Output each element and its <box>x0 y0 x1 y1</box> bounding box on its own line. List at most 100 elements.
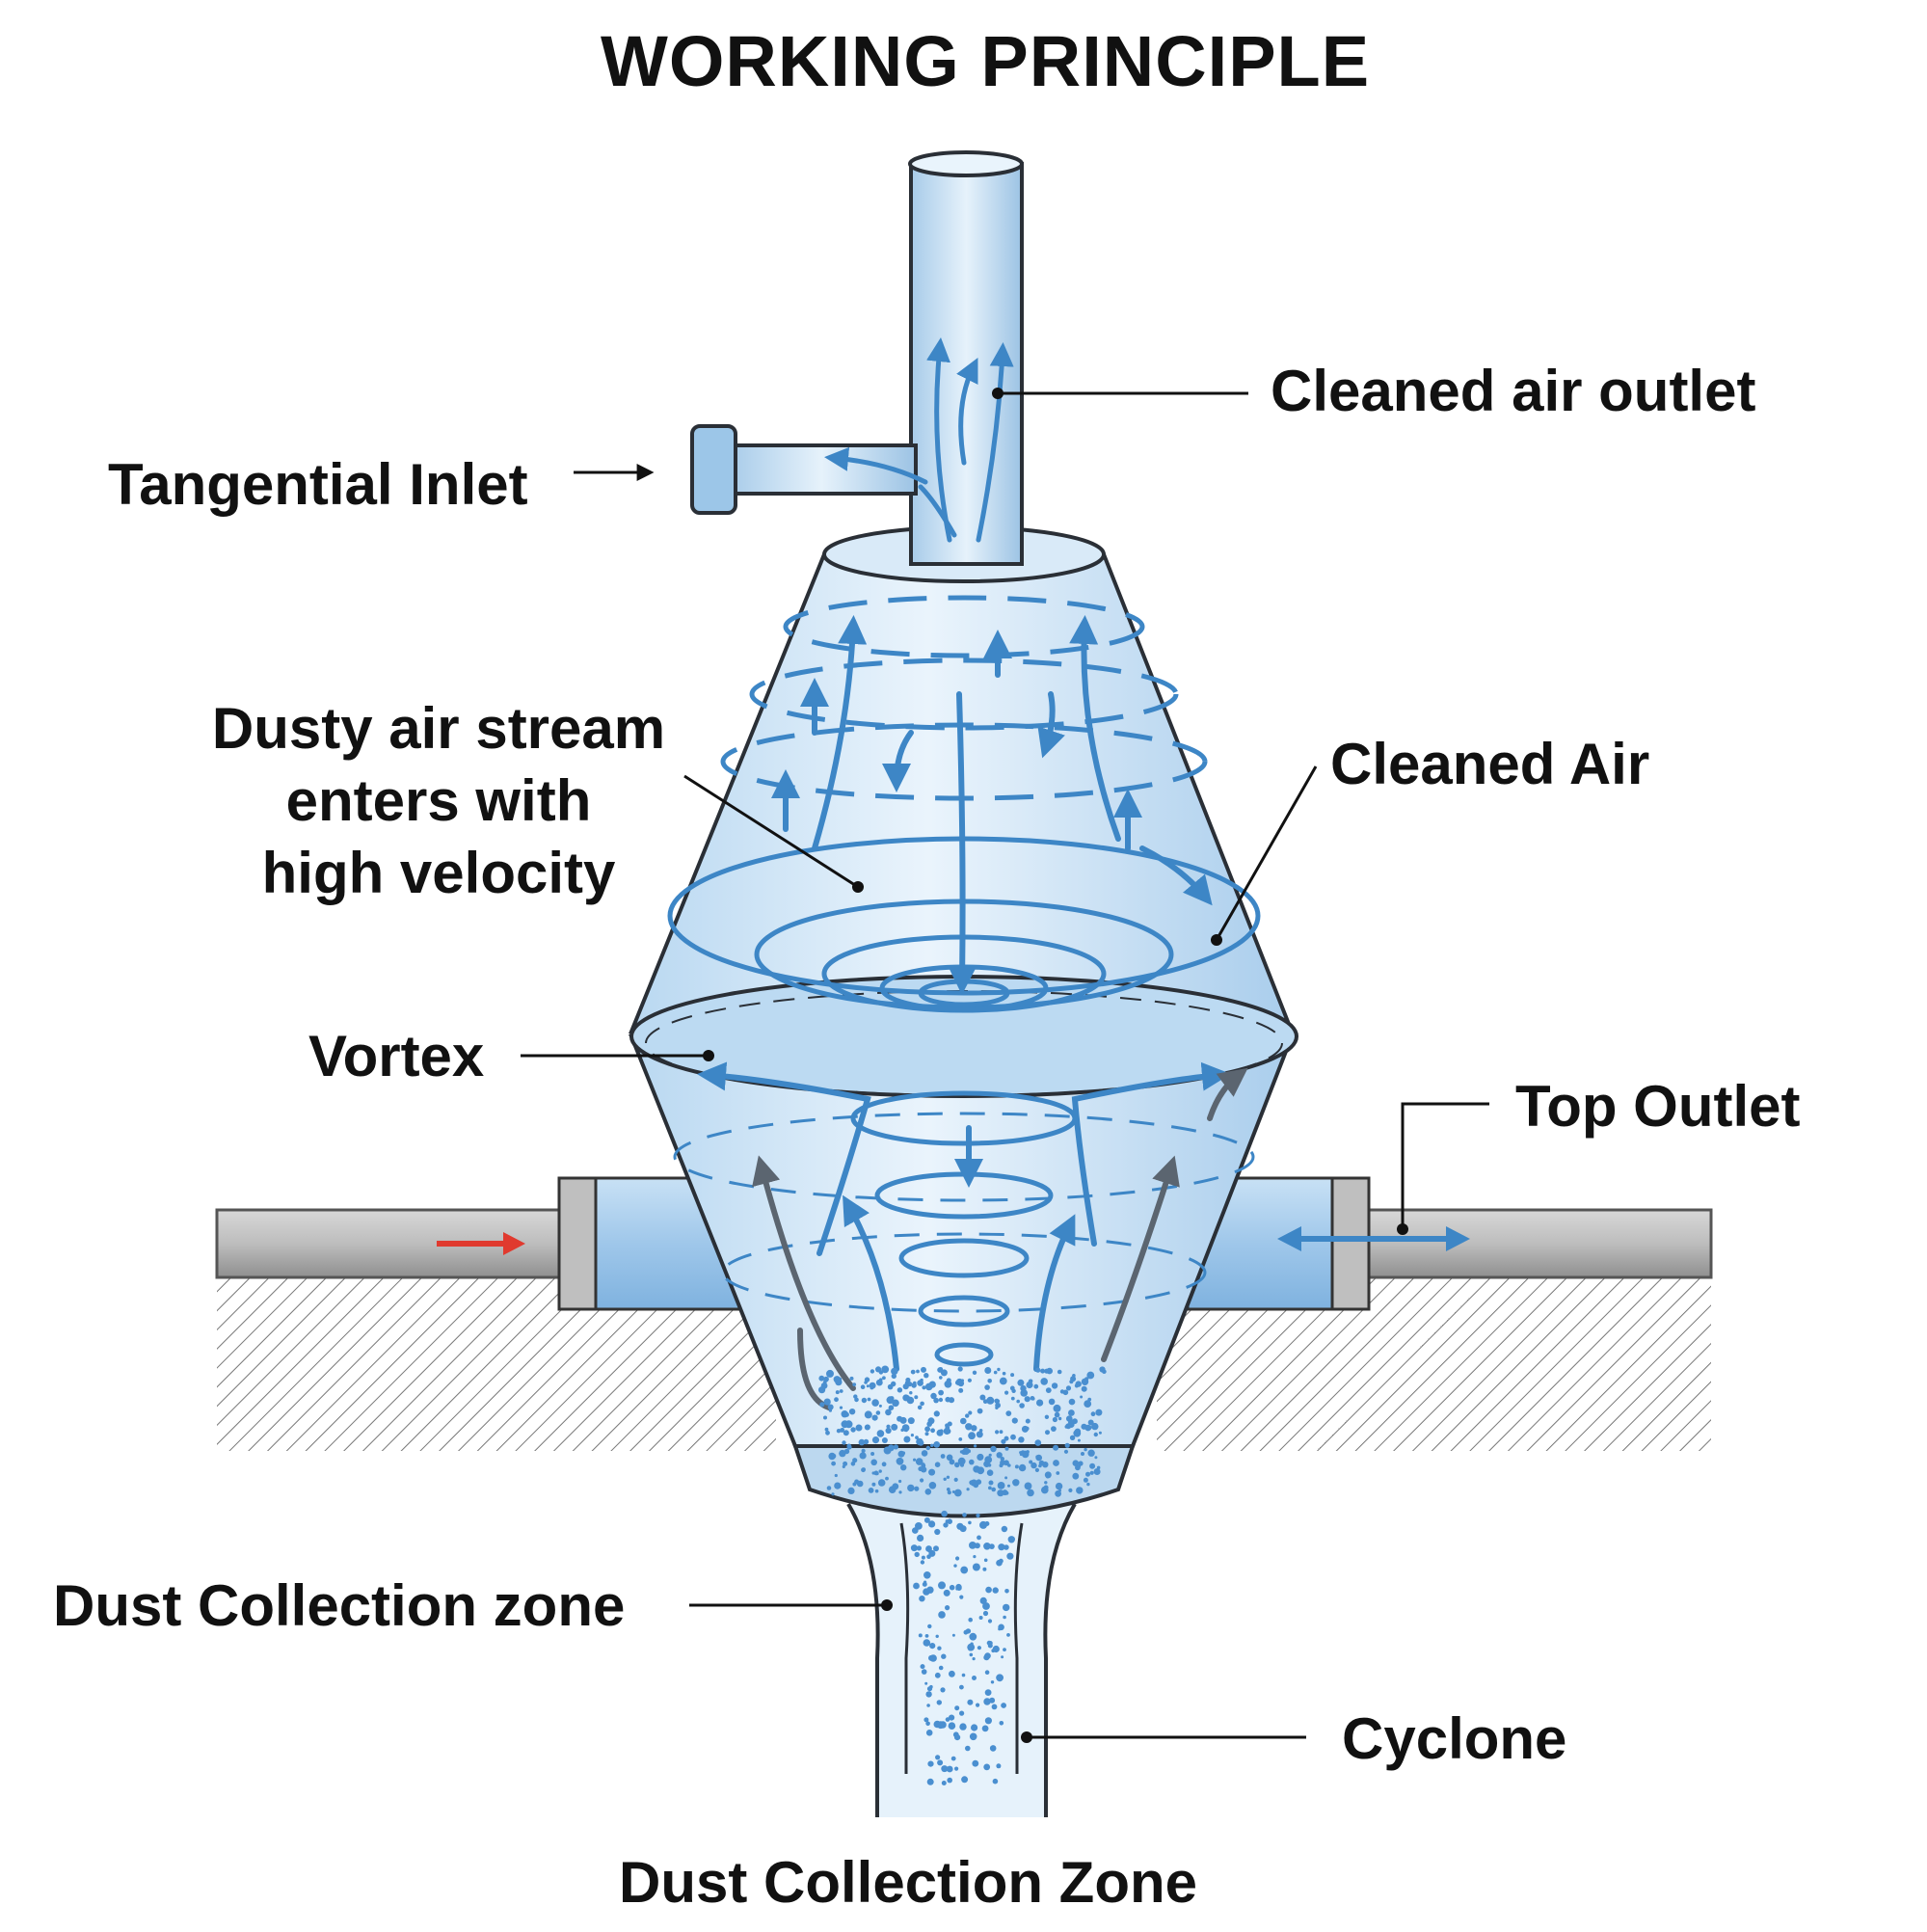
dust-particle <box>1068 1409 1075 1416</box>
dust-particle <box>1010 1373 1015 1378</box>
dust-particle <box>1098 1431 1102 1435</box>
dust-particle <box>1085 1471 1090 1477</box>
dust-particle <box>921 1466 927 1473</box>
dust-particle <box>1102 1369 1107 1374</box>
dust-particle <box>874 1489 879 1493</box>
dust-particle <box>1024 1482 1032 1490</box>
dust-particle <box>977 1646 982 1650</box>
dust-particle <box>983 1543 991 1550</box>
dust-particle <box>855 1424 863 1432</box>
dust-particle <box>996 1452 1003 1459</box>
dust-particle <box>1053 1444 1059 1451</box>
dust-particle <box>979 1394 986 1401</box>
dust-particle <box>972 1676 977 1680</box>
dust-particle <box>839 1449 846 1458</box>
dust-particle <box>991 1487 996 1492</box>
dust-particle <box>937 1759 944 1766</box>
dust-particle <box>864 1410 872 1419</box>
dust-particle <box>878 1404 882 1408</box>
dust-particle <box>938 1367 944 1372</box>
dust-particle <box>941 1765 949 1773</box>
dust-particle <box>968 1410 973 1415</box>
dust-particle <box>1083 1477 1088 1483</box>
dust-particle <box>997 1482 1005 1489</box>
dust-particle <box>926 1686 933 1692</box>
dust-particle <box>961 1776 969 1784</box>
dust-particle <box>1093 1468 1101 1475</box>
dust-particle <box>962 1447 970 1456</box>
dust-particle <box>953 1564 957 1568</box>
dust-particle <box>955 1556 960 1561</box>
dust-particle <box>849 1376 854 1381</box>
label-top-outlet: Top Outlet <box>1515 1074 1801 1139</box>
label-dust-collection-zone: Dust Collection zone <box>53 1573 626 1638</box>
dust-particle <box>930 1428 935 1434</box>
dust-particle <box>969 1542 977 1549</box>
dust-particle <box>1014 1464 1019 1469</box>
dust-particle <box>968 1520 972 1525</box>
dust-particle <box>959 1684 964 1690</box>
dust-particle <box>1080 1395 1084 1399</box>
dust-particle <box>861 1397 868 1404</box>
dust-particle <box>966 1488 970 1491</box>
dust-particle <box>1034 1467 1039 1472</box>
dust-particle <box>1004 1476 1008 1480</box>
dust-particle <box>997 1489 1004 1497</box>
dust-particle <box>930 1395 935 1399</box>
dust-particle <box>1068 1488 1073 1492</box>
dust-particle <box>887 1383 894 1390</box>
dust-particle <box>965 1628 972 1634</box>
dust-particle <box>861 1448 866 1453</box>
dust-particle <box>858 1438 866 1446</box>
dust-particle <box>972 1657 976 1661</box>
dust-particle <box>861 1467 866 1473</box>
dust-particle <box>1081 1423 1087 1430</box>
dust-particle <box>1046 1475 1050 1479</box>
dust-particle <box>834 1397 839 1403</box>
dust-particle <box>839 1389 843 1393</box>
dust-particles <box>818 1365 1107 1785</box>
dust-particle <box>978 1616 983 1620</box>
dust-particle <box>1065 1385 1072 1391</box>
dust-particle <box>911 1382 917 1388</box>
dust-particle <box>977 1535 981 1541</box>
dust-particle <box>930 1443 934 1448</box>
dust-particle <box>897 1415 903 1422</box>
dust-particle <box>987 1379 992 1383</box>
dust-particle <box>996 1674 1004 1682</box>
dust-particle <box>921 1450 928 1457</box>
dust-particle <box>891 1367 898 1376</box>
dust-particle <box>984 1689 992 1696</box>
dust-particle <box>1033 1383 1039 1389</box>
dust-particle <box>981 1725 989 1732</box>
dust-particle <box>977 1453 984 1461</box>
dust-particle <box>928 1520 936 1528</box>
dust-particle <box>920 1401 924 1407</box>
dust-particle <box>1087 1449 1095 1457</box>
dust-particle <box>870 1369 875 1374</box>
dust-particle <box>976 1431 983 1438</box>
dust-particle <box>834 1473 838 1478</box>
dust-particle <box>939 1376 943 1380</box>
dust-particle <box>924 1382 933 1391</box>
dust-particle <box>987 1463 992 1467</box>
dust-particle <box>1004 1436 1009 1441</box>
dust-particle <box>968 1432 976 1440</box>
dust-particle <box>953 1489 962 1497</box>
dust-particle <box>881 1365 890 1374</box>
dust-particle <box>826 1369 834 1378</box>
dust-particle <box>992 1587 999 1594</box>
dust-particle <box>1001 1438 1006 1444</box>
dust-particle <box>866 1384 870 1388</box>
dust-particle <box>1064 1442 1070 1448</box>
dust-particle <box>1048 1398 1056 1406</box>
dust-particle <box>891 1423 898 1431</box>
dust-particle <box>1041 1486 1049 1494</box>
dust-particle <box>910 1434 915 1437</box>
dust-particle <box>881 1437 888 1443</box>
dust-particle <box>949 1670 955 1677</box>
dust-particle <box>1054 1411 1060 1418</box>
dust-particle <box>1025 1418 1030 1424</box>
dust-particle <box>923 1717 929 1723</box>
dust-particle <box>1091 1422 1099 1431</box>
